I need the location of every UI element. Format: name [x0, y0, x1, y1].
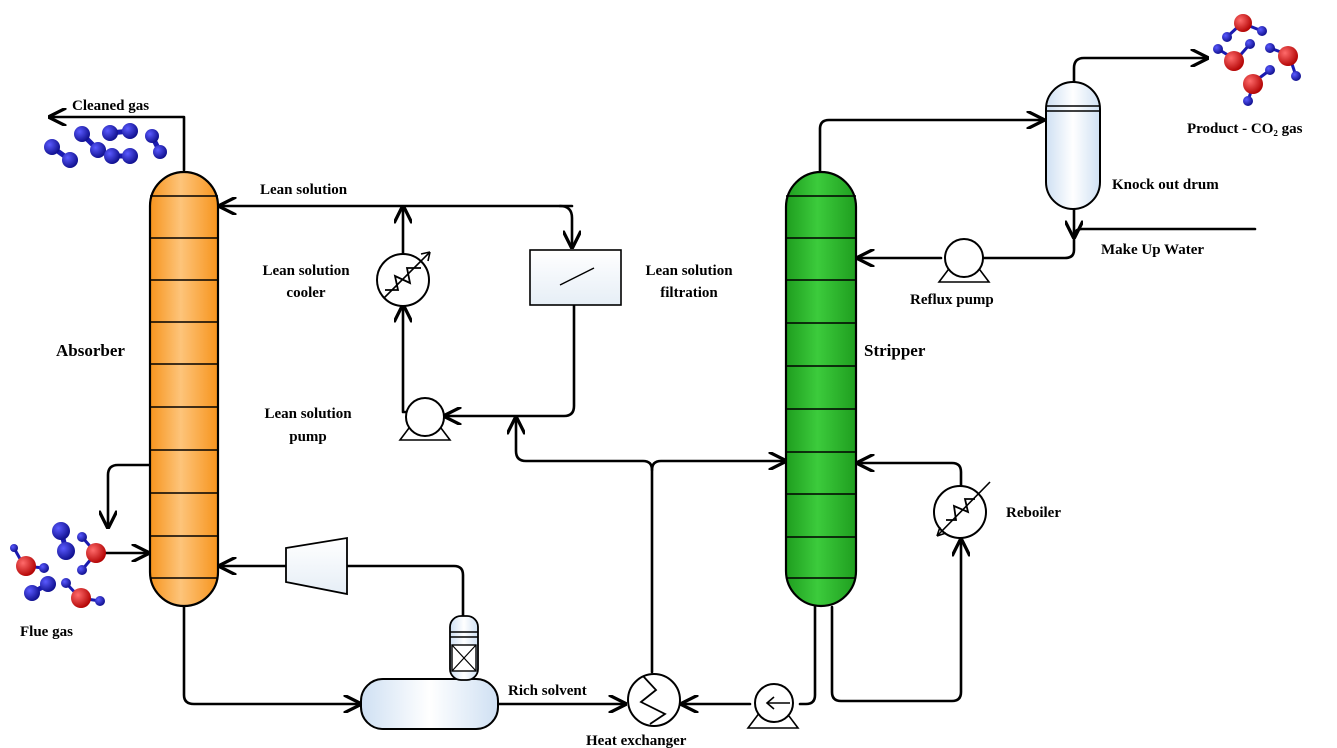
- pipe-to-filtration: [558, 204, 572, 247]
- label-knock-out-drum: Knock out drum: [1112, 177, 1219, 193]
- label-rich-solvent: Rich solvent: [508, 683, 587, 699]
- pipe-product: [1072, 58, 1207, 86]
- label-lean-solution-pump-2: pump: [289, 429, 327, 445]
- label-stripper: Stripper: [864, 341, 926, 360]
- label-lean-solution: Lean solution: [260, 182, 348, 198]
- label-reflux-pump: Reflux pump: [910, 292, 994, 308]
- label-lean-solution-filtration-1: Lean solution: [645, 263, 733, 279]
- label-lean-solution-pump-1: Lean solution: [264, 406, 352, 422]
- label-reboiler: Reboiler: [1006, 505, 1061, 521]
- label-make-up-water: Make Up Water: [1101, 242, 1204, 258]
- label-lean-solution-filtration-2: filtration: [660, 285, 718, 301]
- pipes: [50, 58, 1257, 706]
- label-product-co2-gas: Product - CO₂ gas: [1187, 121, 1303, 137]
- flash-tank: [360, 615, 499, 730]
- pipe-flash-gas: [345, 564, 465, 620]
- label-lean-solution-cooler-2: cooler: [286, 285, 325, 301]
- pipe-absorber-bottom: [182, 604, 360, 704]
- label-cleaned-gas: Cleaned gas: [72, 98, 149, 114]
- label-heat-exchanger: Heat exchanger: [586, 733, 687, 748]
- pipe-rich-to-stripper: [650, 461, 785, 472]
- labels: Cleaned gas Lean solution Lean solution …: [20, 98, 1303, 748]
- pipe-pump-to-cooler: [403, 306, 433, 414]
- pipe-make-up-water: [1074, 229, 1257, 237]
- cooler-icon: [376, 251, 431, 307]
- knock-out-drum: [1045, 81, 1101, 210]
- pipe-reboiler-out: [858, 463, 963, 489]
- heat-exchanger: [627, 673, 681, 727]
- pipe-stripper-bottom: [798, 605, 817, 706]
- pipe-drum-bottom: [981, 206, 1076, 260]
- pipe-cleaned-gas: [50, 117, 186, 172]
- pipe-filtration-to-pump: [445, 304, 576, 416]
- cleaned-gas-molecules: [44, 123, 167, 168]
- co2-product-molecules: [1213, 14, 1301, 106]
- pipe-lean-return: [516, 418, 654, 674]
- pump-icon: [746, 683, 800, 729]
- pump-icon: [398, 397, 452, 441]
- compressor-icon: [285, 536, 348, 596]
- label-absorber: Absorber: [56, 341, 125, 360]
- flue-gas-molecules: [10, 522, 106, 608]
- pipe-stripper-overhead: [818, 120, 1043, 174]
- stripper-column: [784, 170, 858, 608]
- label-flue-gas: Flue gas: [20, 624, 73, 640]
- pipe-side-draw: [108, 463, 152, 527]
- label-lean-solution-cooler-1: Lean solution: [262, 263, 350, 279]
- filter-icon: [529, 249, 622, 306]
- reboiler: [933, 481, 991, 539]
- pump-icon: [937, 238, 991, 283]
- absorber-column: [148, 170, 220, 608]
- pipe-reboiler-in: [830, 540, 961, 703]
